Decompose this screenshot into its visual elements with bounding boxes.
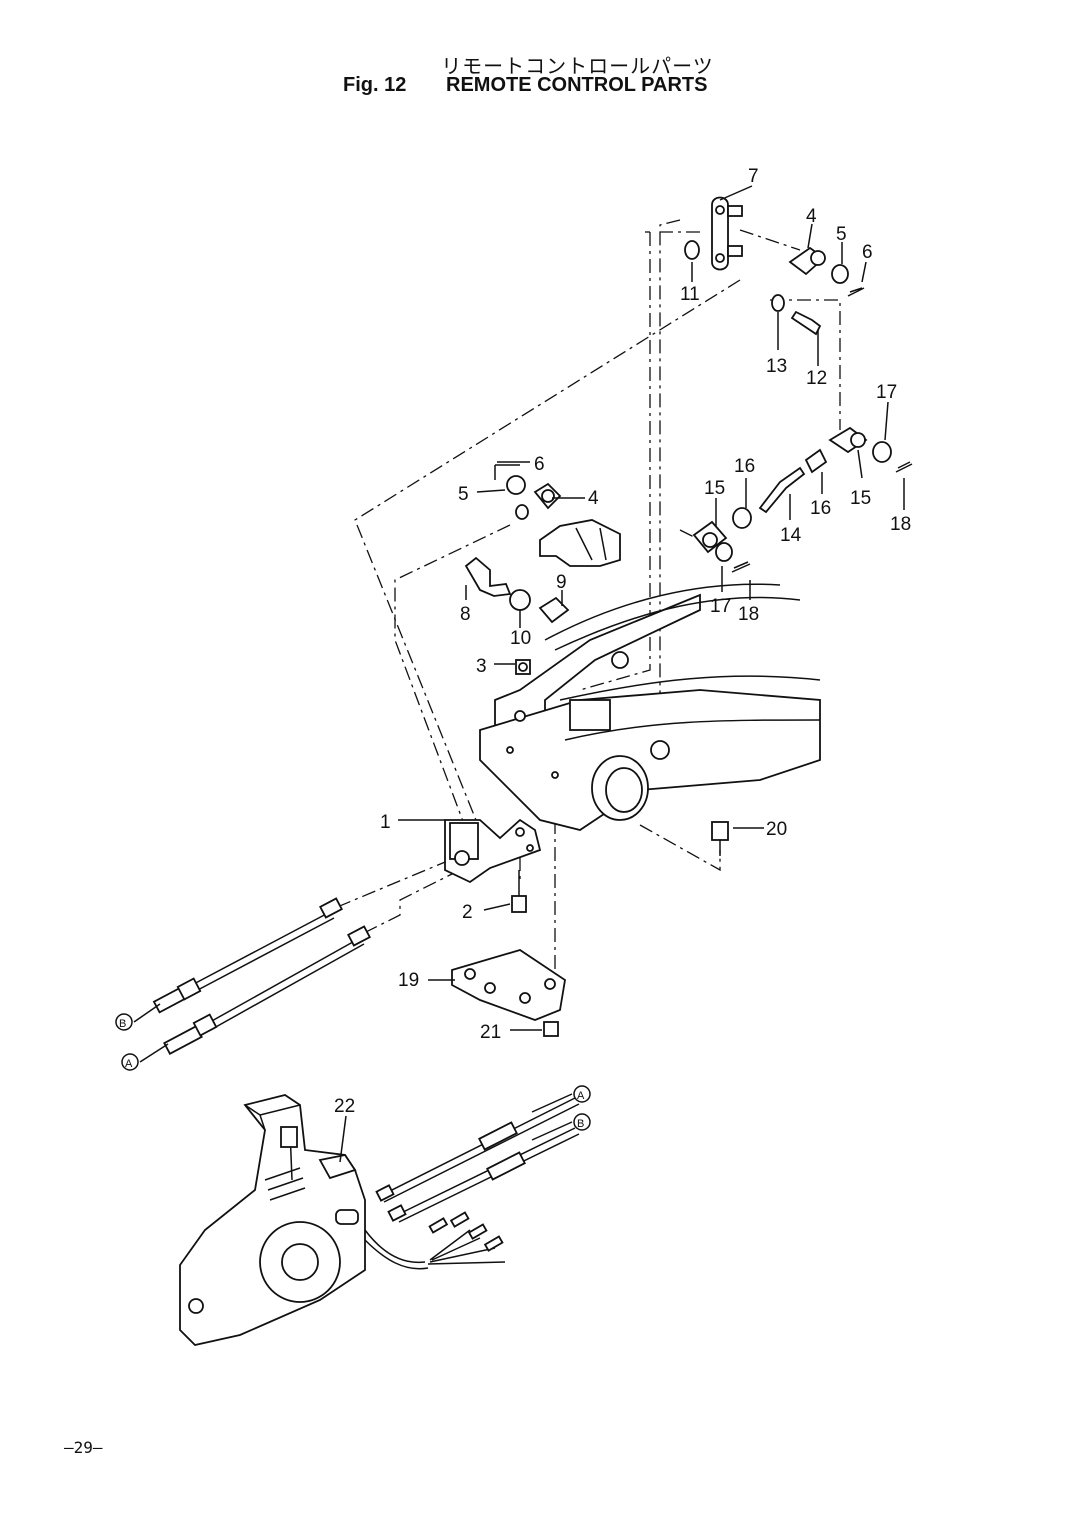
bolts-part [511, 821, 729, 1037]
callout-13: 13 [766, 356, 787, 377]
callout-16b: 16 [810, 498, 831, 519]
callout-17b: 17 [710, 596, 731, 617]
callout-15a: 15 [850, 488, 871, 509]
callout-19: 19 [398, 970, 419, 991]
marker-a-left: A [121, 1053, 139, 1071]
callout-4a: 4 [806, 206, 817, 227]
callout-3: 3 [476, 656, 487, 677]
title-japanese: リモートコントロールパーツ [441, 54, 714, 78]
svg-text:A: A [125, 1058, 133, 1070]
callout-6b: 6 [534, 454, 545, 475]
throttle-cam-part [464, 464, 621, 675]
engine-frame [479, 583, 821, 831]
svg-text:A: A [577, 1090, 585, 1102]
callout-15b: 15 [704, 478, 725, 499]
callout-12: 12 [806, 368, 827, 389]
callout-18a: 18 [890, 514, 911, 535]
page-number: —29— [64, 1438, 103, 1457]
callout-21: 21 [480, 1022, 501, 1043]
remote-control-box [179, 1094, 580, 1346]
callout-7: 7 [748, 166, 759, 187]
callout-16a: 16 [734, 456, 755, 477]
callout-17a: 17 [876, 382, 897, 403]
plate-part [451, 949, 566, 1021]
callout-22: 22 [334, 1096, 355, 1117]
callout-18b: 18 [738, 604, 759, 625]
callout-20: 20 [766, 819, 787, 840]
bracket-part [444, 818, 542, 884]
marker-b-left: B [115, 1013, 133, 1031]
callout-14: 14 [780, 525, 802, 546]
link-plate-part [684, 196, 913, 573]
assembly-lines [329, 219, 841, 990]
cables-left [152, 897, 371, 1055]
callout-5a: 5 [836, 224, 847, 245]
leader-lines [133, 185, 905, 1163]
callout-6a: 6 [862, 242, 873, 263]
callout-10: 10 [510, 628, 531, 649]
marker-b-right: B [573, 1113, 591, 1131]
callout-8: 8 [460, 604, 471, 625]
callout-2: 2 [462, 902, 473, 923]
callout-5b: 5 [458, 484, 469, 505]
figure-label: Fig. 12 [343, 74, 407, 96]
callout-1: 1 [380, 812, 391, 833]
callout-11: 11 [680, 284, 700, 305]
callout-9: 9 [556, 572, 567, 593]
callout-4b: 4 [588, 488, 599, 509]
svg-text:B: B [119, 1018, 126, 1030]
svg-text:B: B [577, 1118, 584, 1130]
callout-labels: 1 2 3 4 4 5 5 6 6 7 8 9 10 11 12 13 14 1… [334, 166, 911, 1117]
figure-title: REMOTE CONTROL PARTS [446, 74, 708, 96]
cable-markers: B A A B [115, 1013, 591, 1131]
marker-a-right: A [573, 1085, 591, 1103]
